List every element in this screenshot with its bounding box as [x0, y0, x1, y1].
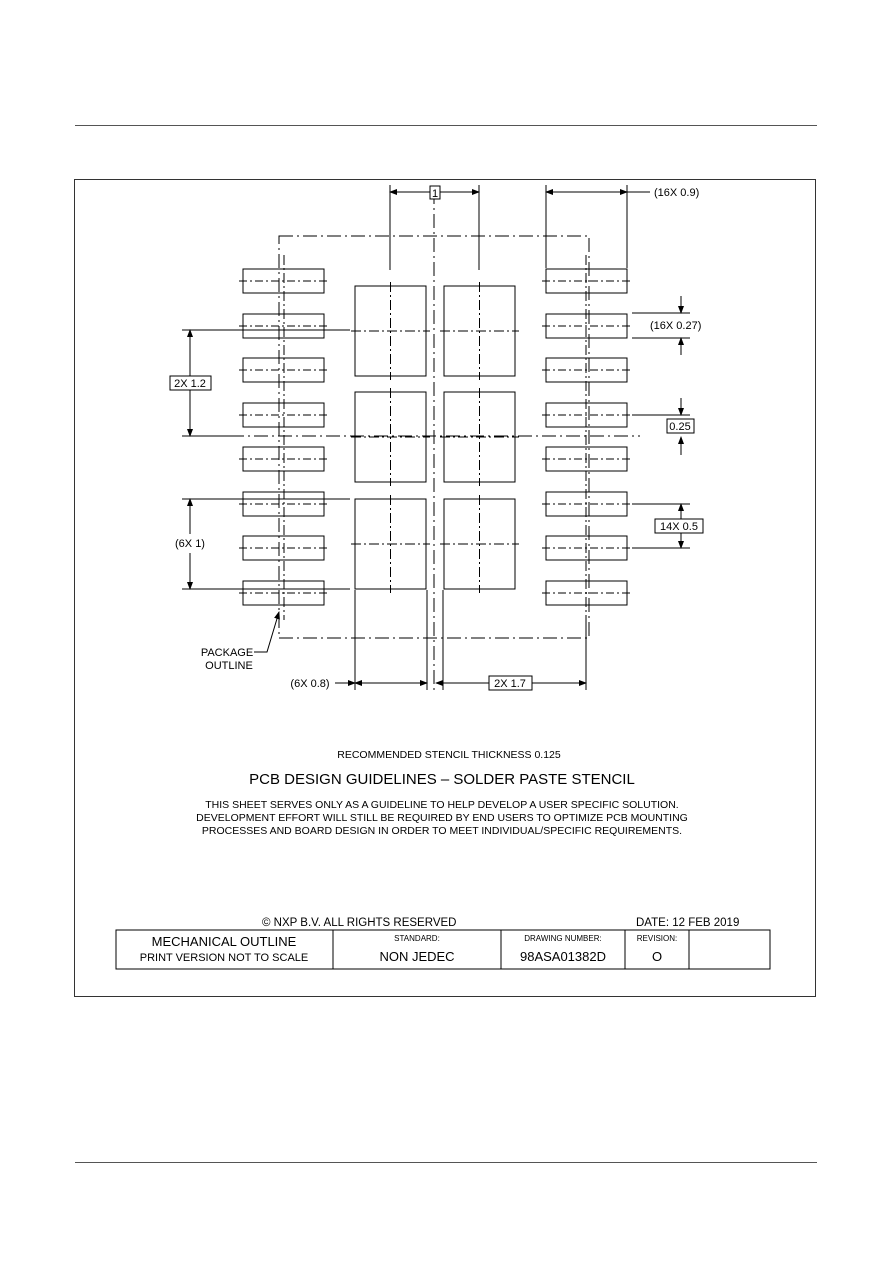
- center-pad-array: [351, 282, 519, 593]
- top-pitch-label: 1: [432, 188, 438, 200]
- copyright-notice: © NXP B.V. ALL RIGHTS RESERVED: [262, 917, 456, 929]
- pitch-label: 14X 0.5: [660, 521, 698, 533]
- left-pitch-label: (6X 1): [175, 538, 205, 550]
- drawing-number-value: 98ASA01382D: [520, 949, 606, 964]
- top-pitch-dimension: [389, 185, 480, 270]
- pad-height-dimension: [632, 296, 690, 355]
- outline-title: MECHANICAL OUTLINE: [152, 934, 297, 949]
- drawing-number-label: DRAWING NUMBER:: [524, 934, 601, 943]
- bottom-span-label: 2X 1.7: [494, 678, 526, 690]
- revision-value: O: [652, 949, 662, 964]
- outline-subtitle: PRINT VERSION NOT TO SCALE: [140, 952, 309, 964]
- gap-label: 0.25: [669, 421, 690, 433]
- package-outline-label-1: PACKAGE: [201, 647, 253, 659]
- left-pitch-dimension: [182, 498, 350, 590]
- stencil-thickness-note: RECOMMENDED STENCIL THICKNESS 0.125: [337, 749, 561, 761]
- header-rule: [75, 125, 817, 126]
- gap-dimension: [632, 398, 695, 455]
- revision-label: REVISION:: [637, 934, 677, 943]
- disclaimer-line-3: PROCESSES AND BOARD DESIGN IN ORDER TO M…: [202, 825, 682, 837]
- pad-width-label: (16X 0.9): [654, 187, 699, 199]
- drawing-frame: [74, 179, 816, 997]
- disclaimer-line-2: DEVELOPMENT EFFORT WILL STILL BE REQUIRE…: [196, 812, 688, 824]
- package-outline-leader: [254, 611, 280, 653]
- drawing-heading: PCB DESIGN GUIDELINES – SOLDER PASTE STE…: [249, 771, 635, 788]
- standard-value: NON JEDEC: [379, 949, 454, 964]
- package-outline-label-2: OUTLINE: [205, 660, 253, 672]
- left-span-dimension: [169, 329, 350, 437]
- pad-height-label: (16X 0.27): [650, 320, 701, 332]
- standard-label: STANDARD:: [394, 934, 440, 943]
- disclaimer-line-1: THIS SHEET SERVES ONLY AS A GUIDELINE TO…: [205, 799, 678, 811]
- drawing-date: DATE: 12 FEB 2019: [636, 917, 739, 929]
- package-outline: [278, 235, 590, 639]
- left-span-label: 2X 1.2: [174, 378, 206, 390]
- pitch-dimension: [632, 503, 704, 549]
- title-block-table: [115, 929, 771, 970]
- footer-rule: [75, 1162, 817, 1163]
- bottom-width-label: (6X 0.8): [290, 678, 329, 690]
- pad-width-dimension: [545, 185, 650, 268]
- bottom-width-dimension: [335, 590, 587, 691]
